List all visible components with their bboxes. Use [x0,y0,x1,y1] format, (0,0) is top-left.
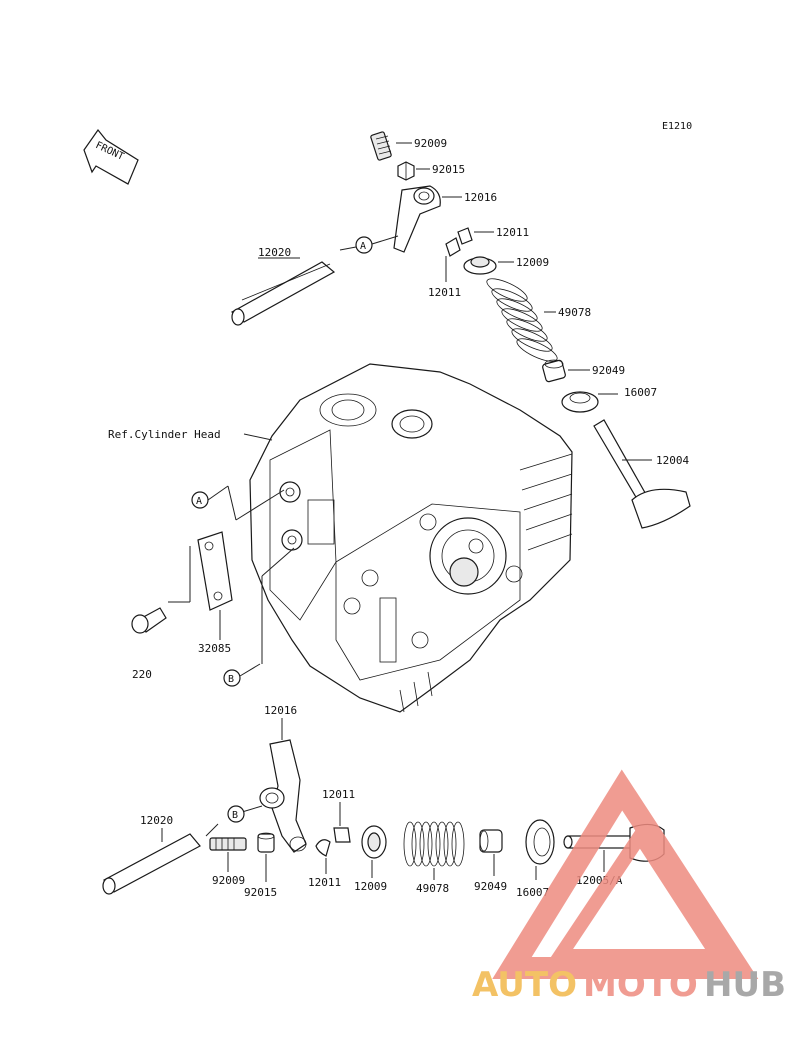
valve-cotters-top [445,227,473,257]
label-12011-top-b: 12011 [428,286,461,299]
watermark-moto: MOTO [583,965,698,1005]
label-12011-top-a: 12011 [496,226,529,239]
nut-bottom [257,832,275,853]
marker-a-top [355,236,373,254]
label-12011-bottom-b: 12011 [308,876,341,889]
spring-retainer-top [463,256,497,275]
label-92009-top: 92009 [414,137,447,150]
intake-valve-top [593,419,691,529]
valve-spring-top [486,278,558,362]
bolt-220 [131,607,167,634]
label-92015-top: 92015 [432,163,465,176]
plate-32085 [197,531,233,611]
label-12004: 12004 [656,454,689,467]
label-49078-bottom: 49078 [416,882,449,895]
front-arrow-icon: FRONT [83,128,139,185]
label-49078-top: 49078 [558,306,591,319]
watermark-triangle-icon [492,769,759,979]
ref-cylinder-head-label: Ref.Cylinder Head [108,428,221,441]
marker-b-bottom-label: B [232,810,238,821]
marker-b-side-label: B [228,674,234,685]
nut-top [397,161,415,181]
rocker-arm-bottom [259,739,307,853]
adjusting-screw-bottom [209,837,247,851]
label-16007-bottom: 16007 [516,886,549,899]
valve-cotters-bottom [315,827,351,857]
marker-b-side [223,669,241,687]
label-12011-bottom-a: 12011 [322,788,355,801]
label-92009-bottom: 92009 [212,874,245,887]
marker-b-bottom [227,805,245,823]
label-12016-bottom: 12016 [264,704,297,717]
label-12020-top: 12020 [258,246,291,259]
rocker-shaft-bottom [102,833,201,895]
marker-a-side-label: A [196,496,202,507]
adjusting-screw-top [370,131,392,161]
label-16007-top: 16007 [624,386,657,399]
label-92049-top: 92049 [592,364,625,377]
label-92015-bottom: 92015 [244,886,277,899]
label-32085: 32085 [198,642,231,655]
automotohub-logo: AUTO MOTO HUB [472,769,786,1005]
stem-seal-bottom [479,829,503,853]
diagram-code: E1210 [662,121,692,132]
watermark-auto: AUTO [472,965,577,1005]
watermark-hub: HUB [704,965,786,1005]
spring-seat-top [561,391,599,413]
rocker-arm-top [393,185,441,253]
stem-seal-top [542,359,566,383]
label-92049-bottom: 92049 [474,880,507,893]
label-220: 220 [132,668,152,681]
spring-seat-bottom [525,819,555,865]
label-12009-top: 12009 [516,256,549,269]
spring-retainer-bottom [361,825,387,859]
marker-a-top-label: A [360,241,366,252]
label-12009-bottom: 12009 [354,880,387,893]
valve-spring-bottom [403,821,465,867]
label-12020-bottom: 12020 [140,814,173,827]
label-12016-top: 12016 [464,191,497,204]
rocker-shaft-top [230,261,336,326]
cylinder-head [249,363,573,713]
